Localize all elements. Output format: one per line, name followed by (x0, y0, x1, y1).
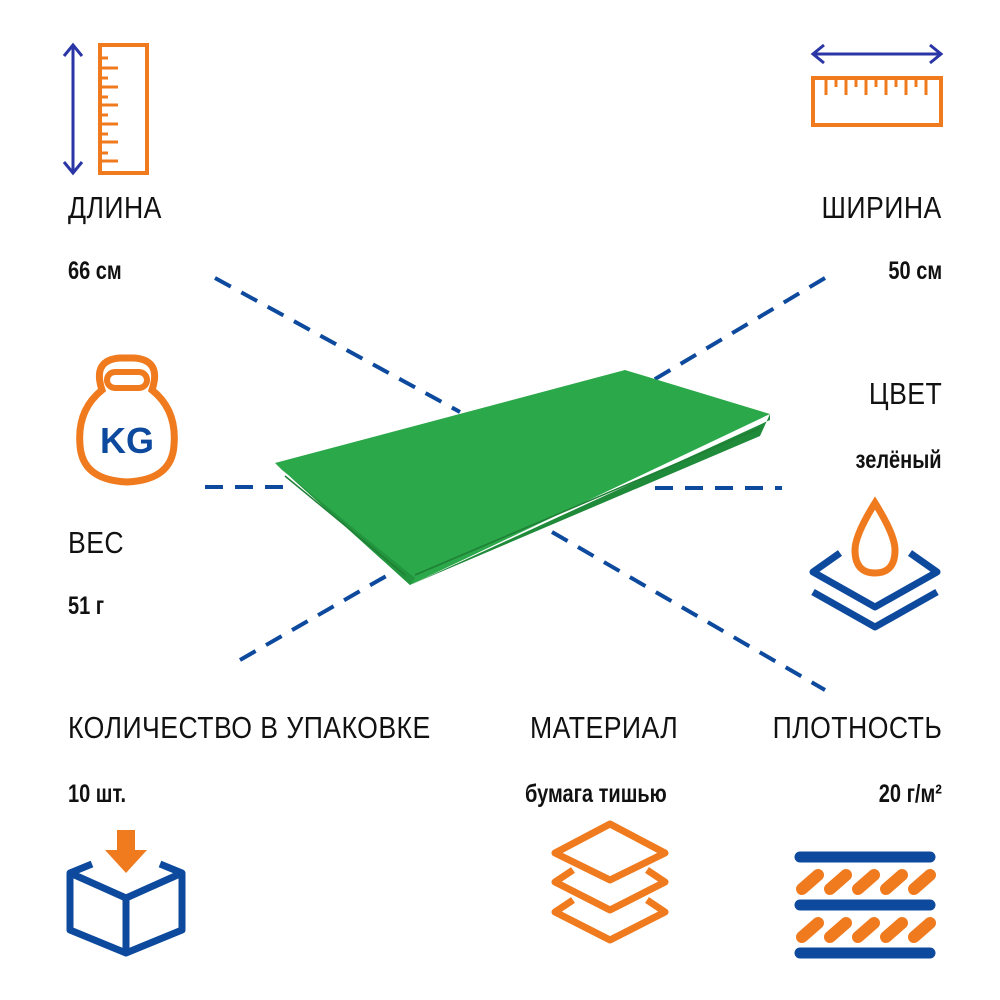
length-value: 66 см (68, 257, 122, 285)
kettlebell-kg-icon: KG (76, 354, 178, 486)
width-value: 50 см (888, 257, 942, 285)
kg-text: KG (100, 420, 154, 461)
material-value: бумага тишью (525, 780, 667, 808)
color-value: зелёный (855, 446, 942, 474)
drop-layers-icon (809, 496, 941, 631)
weight-label: ВЕС (68, 525, 125, 560)
quantity-label: КОЛИЧЕСТВО В УПАКОВКЕ (68, 710, 431, 745)
width-label: ШИРИНА (821, 190, 942, 225)
ruler-vertical-icon (62, 42, 149, 176)
material-label: МАТЕРИАЛ (530, 710, 679, 745)
density-layers-icon (794, 851, 936, 959)
density-value: 20 г/м² (878, 780, 942, 808)
length-label: ДЛИНА (68, 190, 162, 225)
weight-value: 51 г (68, 592, 105, 620)
box-arrow-icon (66, 830, 186, 957)
ruler-horizontal-icon (810, 43, 944, 127)
layers-icon (551, 820, 669, 944)
quantity-value: 10 шт. (68, 780, 127, 808)
density-label: ПЛОТНОСТЬ (772, 710, 942, 745)
color-label: ЦВЕТ (868, 376, 942, 411)
